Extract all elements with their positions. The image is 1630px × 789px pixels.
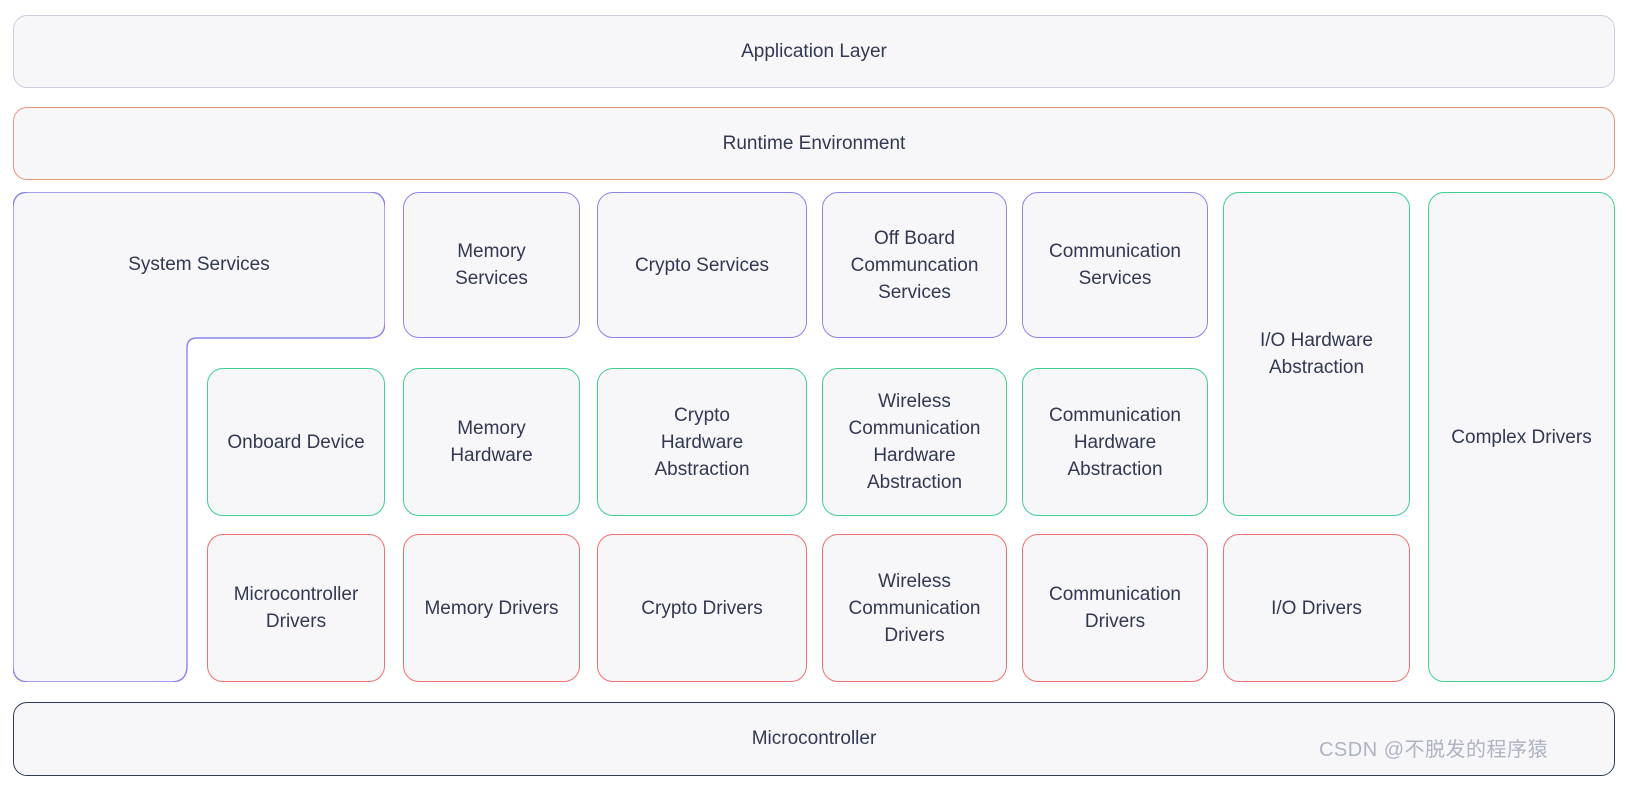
microcontroller-block: Microcontroller (13, 702, 1615, 776)
block-io-hardware-abstraction: I/O Hardware Abstraction (1223, 192, 1410, 516)
application-layer-block: Application Layer (13, 15, 1615, 88)
block-wireless-communication-drivers: Wireless Communication Drivers (822, 534, 1007, 682)
block-memory-services: Memory Services (403, 192, 580, 338)
block-memory-drivers: Memory Drivers (403, 534, 580, 682)
block-io-drivers: I/O Drivers (1223, 534, 1410, 682)
block-wireless-communication-hardware-abstraction: Wireless Communication Hardware Abstract… (822, 368, 1007, 516)
runtime-environment-label: Runtime Environment (722, 132, 906, 154)
application-layer-label: Application Layer (741, 40, 887, 62)
block-off-board-communcation-services: Off Board Communcation Services (822, 192, 1007, 338)
system-services-label: System Services (128, 254, 270, 275)
block-communication-drivers: Communication Drivers (1022, 534, 1208, 682)
block-microcontroller-drivers: Microcontroller Drivers (207, 534, 385, 682)
system-services-block-shape (13, 192, 385, 682)
csdn-watermark: CSDN @不脱发的程序猿 (1318, 739, 1548, 761)
block-crypto-hardware-abstraction: Crypto Hardware Abstraction (597, 368, 807, 516)
block-communication-services: Communication Services (1022, 192, 1208, 338)
block-crypto-services: Crypto Services (597, 192, 807, 338)
block-memory-hardware: Memory Hardware (403, 368, 580, 516)
runtime-environment-block: Runtime Environment (13, 107, 1615, 180)
block-complex-drivers: Complex Drivers (1428, 192, 1615, 682)
block-crypto-drivers: Crypto Drivers (597, 534, 807, 682)
block-communication-hardware-abstraction: Communication Hardware Abstraction (1022, 368, 1208, 516)
microcontroller-label: Microcontroller (751, 728, 877, 749)
block-onboard-device: Onboard Device (207, 368, 385, 516)
